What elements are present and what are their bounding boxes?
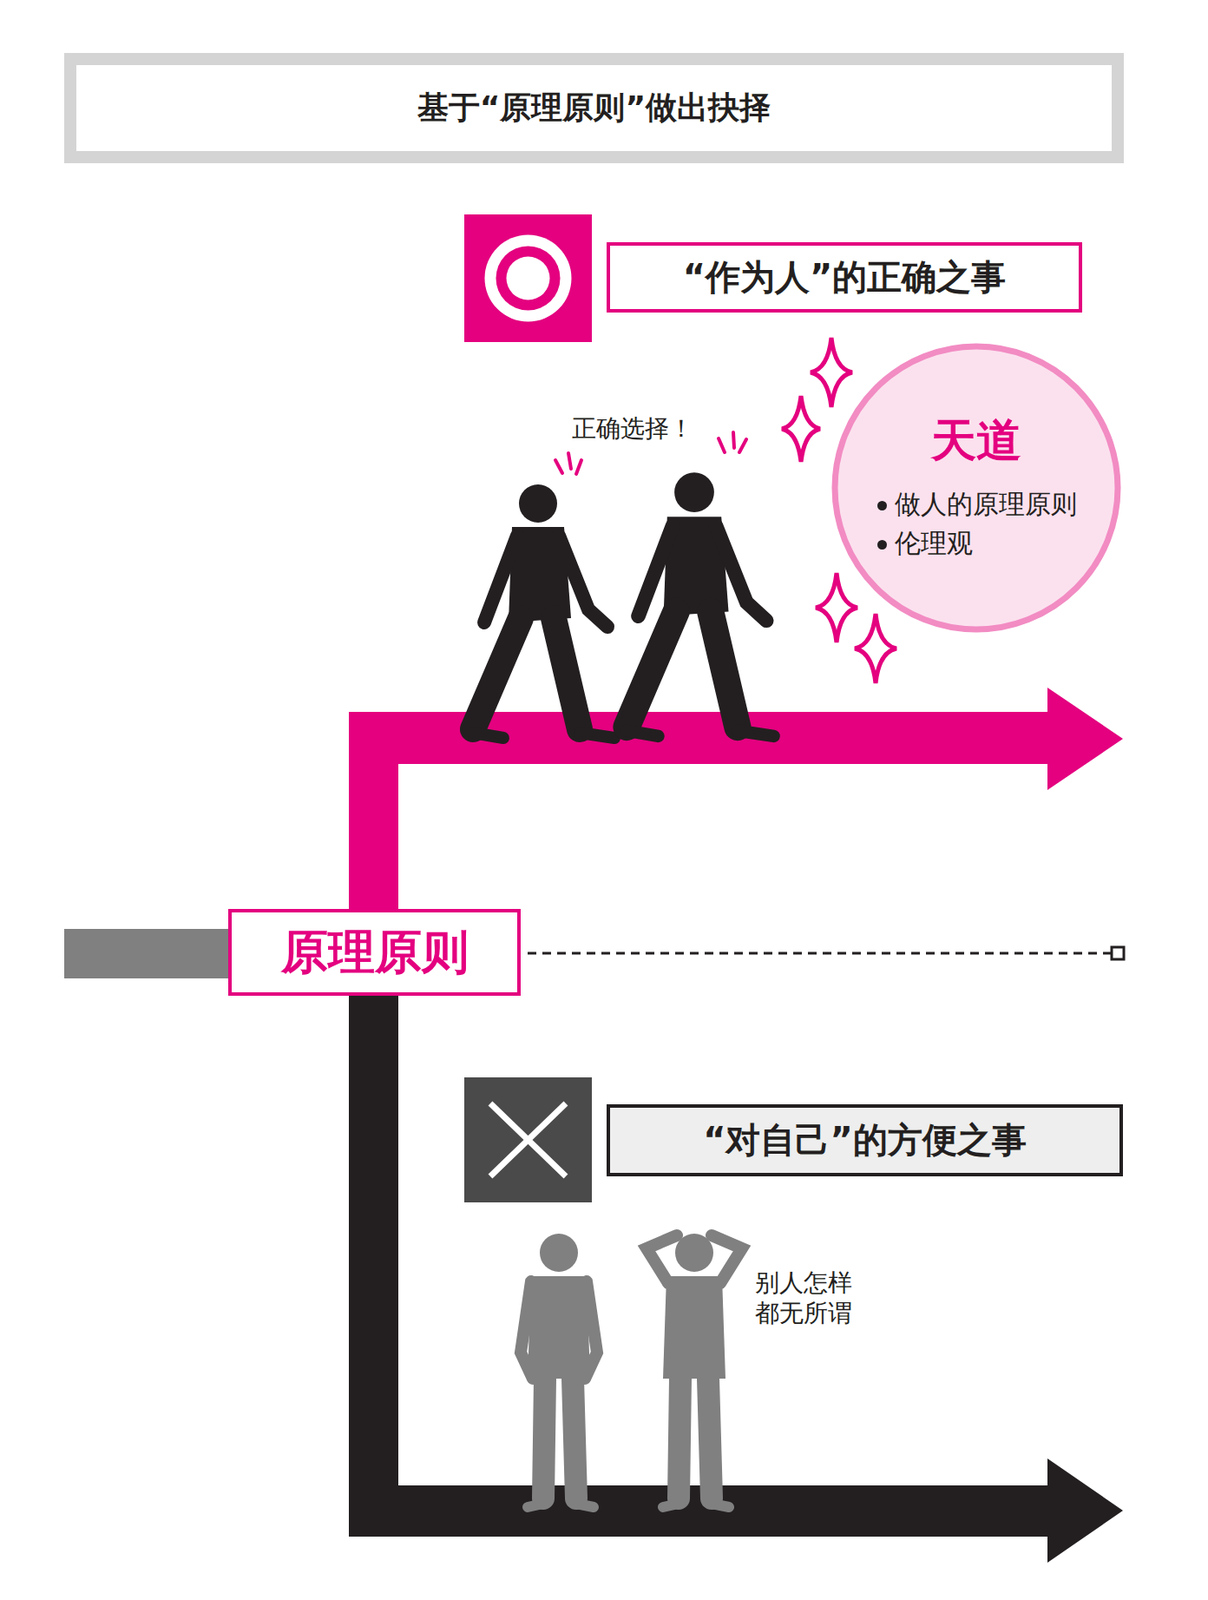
circle-heading: 天道 xyxy=(875,410,1077,472)
title-text: 基于“原理原则”做出抉择 xyxy=(417,86,771,130)
cross-icon xyxy=(464,1076,592,1202)
bullet-dot xyxy=(877,500,887,511)
black-arrow xyxy=(348,989,1123,1563)
title-frame: 基于“原理原则”做出抉择 xyxy=(64,52,1124,164)
circle-outline xyxy=(831,342,1122,633)
dash-end xyxy=(1111,946,1124,959)
box-text: “作为人”的正确之事 xyxy=(682,253,1007,302)
target-ring xyxy=(496,246,561,311)
convenience-box: “对自己”的方便之事 xyxy=(606,1103,1123,1176)
circle-content: 天道做人的原理原则伦理观 xyxy=(875,410,1077,565)
heaven-circle: 天道做人的原理原则伦理观 xyxy=(831,342,1122,633)
grey-bar xyxy=(64,928,234,979)
walking-figure xyxy=(626,472,775,736)
note-label: 别人怎样 都无所谓 xyxy=(755,1267,862,1328)
cross-mark xyxy=(490,1102,566,1176)
bullet-item: 伦理观 xyxy=(875,525,1077,562)
box-text: 原理原则 xyxy=(281,920,469,985)
standing-figure xyxy=(520,1233,598,1507)
bullet-item: 做人的原理原则 xyxy=(875,486,1077,523)
dashed-line xyxy=(527,951,1111,955)
principle-box: 原理原则 xyxy=(228,908,521,996)
target-ring xyxy=(485,235,572,322)
target-icon xyxy=(464,214,592,342)
target-ring xyxy=(506,256,551,301)
standing-figure xyxy=(646,1233,742,1507)
exclaim-label: 正确选择！ xyxy=(571,413,694,444)
box-text: “对自己”的方便之事 xyxy=(702,1116,1027,1164)
bullet-dot xyxy=(877,539,887,550)
walking-figure xyxy=(472,484,615,738)
principle-box: “作为人”的正确之事 xyxy=(606,242,1083,313)
